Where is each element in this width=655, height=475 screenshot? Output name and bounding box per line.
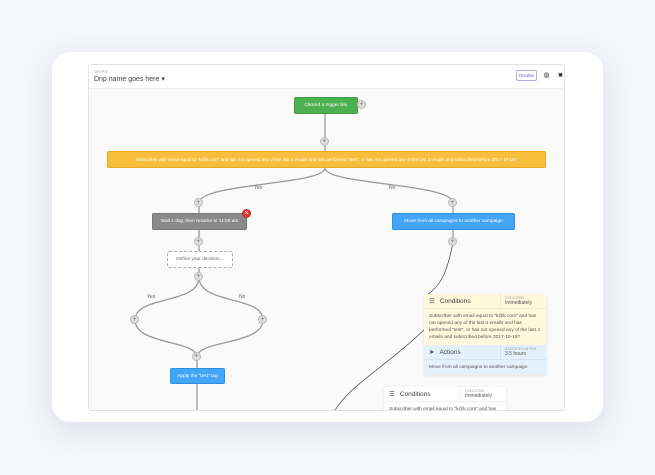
add-step-button[interactable]: + bbox=[130, 315, 139, 324]
actions-text: Move from all campaigns to another campa… bbox=[429, 365, 528, 370]
send-icon: ➤ bbox=[429, 349, 435, 356]
database-icon: ☰ bbox=[389, 391, 395, 398]
conditions-title: Conditions bbox=[399, 390, 431, 398]
connector bbox=[198, 276, 264, 321]
conditions-title: Conditions bbox=[439, 297, 471, 305]
globe-icon[interactable]: ◍ bbox=[543, 72, 550, 79]
executes-label: EXECUTED bbox=[505, 296, 525, 300]
connector bbox=[334, 324, 430, 410]
add-step-button[interactable]: + bbox=[194, 237, 203, 246]
database-icon: ☰ bbox=[429, 298, 435, 305]
no-label: No bbox=[389, 185, 396, 191]
connector bbox=[134, 319, 198, 358]
executes-after-label: EXECUTES AFTER bbox=[505, 347, 537, 351]
conditions-text: Subscriber with email equal to "k@k.com"… bbox=[389, 407, 497, 411]
move-campaign-node[interactable]: Move from all campaigns to another campa… bbox=[392, 213, 515, 230]
drip-name-dropdown[interactable]: Drip name goes here ▾ bbox=[94, 76, 165, 83]
add-step-button[interactable]: + bbox=[448, 198, 457, 207]
no-label: No bbox=[239, 294, 246, 300]
remove-node-button[interactable]: × bbox=[242, 209, 251, 218]
connector bbox=[198, 167, 326, 204]
connector bbox=[196, 319, 264, 358]
add-step-button[interactable]: + bbox=[258, 315, 267, 324]
condition-node[interactable]: Subscriber with email equal to "k@k.com"… bbox=[107, 151, 546, 168]
add-step-button[interactable]: + bbox=[194, 272, 203, 281]
drip-editor: DRIPS Drip name goes here ▾ Disable ◍ ■ … bbox=[88, 64, 565, 411]
apply-tag-node[interactable]: Apply the "test" tag bbox=[170, 368, 225, 384]
add-step-button[interactable]: + bbox=[448, 237, 457, 246]
conditions-text: Subscriber with email equal to "k@k.com"… bbox=[429, 314, 540, 340]
wait-node[interactable]: Wait 1 day, then resume at 11:00 am bbox=[152, 213, 247, 230]
video-icon[interactable]: ■ bbox=[558, 72, 563, 79]
decision-node[interactable]: Define your decision... bbox=[167, 251, 233, 268]
executes-value: Immediately bbox=[465, 393, 492, 399]
header: DRIPS Drip name goes here ▾ Disable ◍ ■ bbox=[89, 65, 564, 89]
breadcrumb[interactable]: DRIPS bbox=[94, 69, 108, 74]
add-step-button[interactable]: + bbox=[194, 198, 203, 207]
connector bbox=[426, 241, 454, 296]
yes-label: Yes bbox=[147, 294, 156, 300]
executes-value: Immediately bbox=[505, 300, 532, 306]
add-step-button[interactable]: + bbox=[192, 352, 201, 361]
actions-title: Actions bbox=[439, 348, 461, 356]
add-step-button[interactable]: + bbox=[357, 100, 366, 109]
disable-button[interactable]: Disable bbox=[516, 70, 537, 81]
connector bbox=[324, 167, 454, 204]
executes-after-value: 3.5 hours bbox=[505, 351, 526, 357]
add-step-button[interactable]: + bbox=[320, 137, 329, 146]
connector bbox=[134, 268, 200, 321]
executes-label: EXECUTED bbox=[465, 389, 485, 393]
trigger-node[interactable]: Clicked a trigger link bbox=[294, 97, 358, 114]
yes-label: Yes bbox=[254, 185, 263, 191]
